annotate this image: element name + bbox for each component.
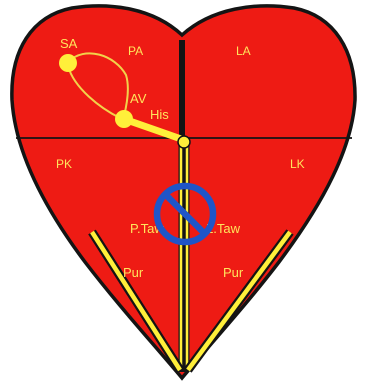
sa-node	[59, 54, 77, 72]
bundle-branch-node	[178, 136, 190, 148]
label-pur-right: Pur	[223, 265, 244, 280]
label-la: LA	[236, 44, 251, 58]
label-his: His	[150, 107, 169, 122]
label-sa: SA	[60, 36, 78, 51]
label-pk: PK	[56, 157, 72, 171]
label-pur-left: Pur	[123, 265, 144, 280]
label-av: AV	[130, 91, 147, 106]
label-lk: LK	[290, 157, 305, 171]
label-pa: PA	[128, 44, 143, 58]
av-node	[115, 110, 133, 128]
